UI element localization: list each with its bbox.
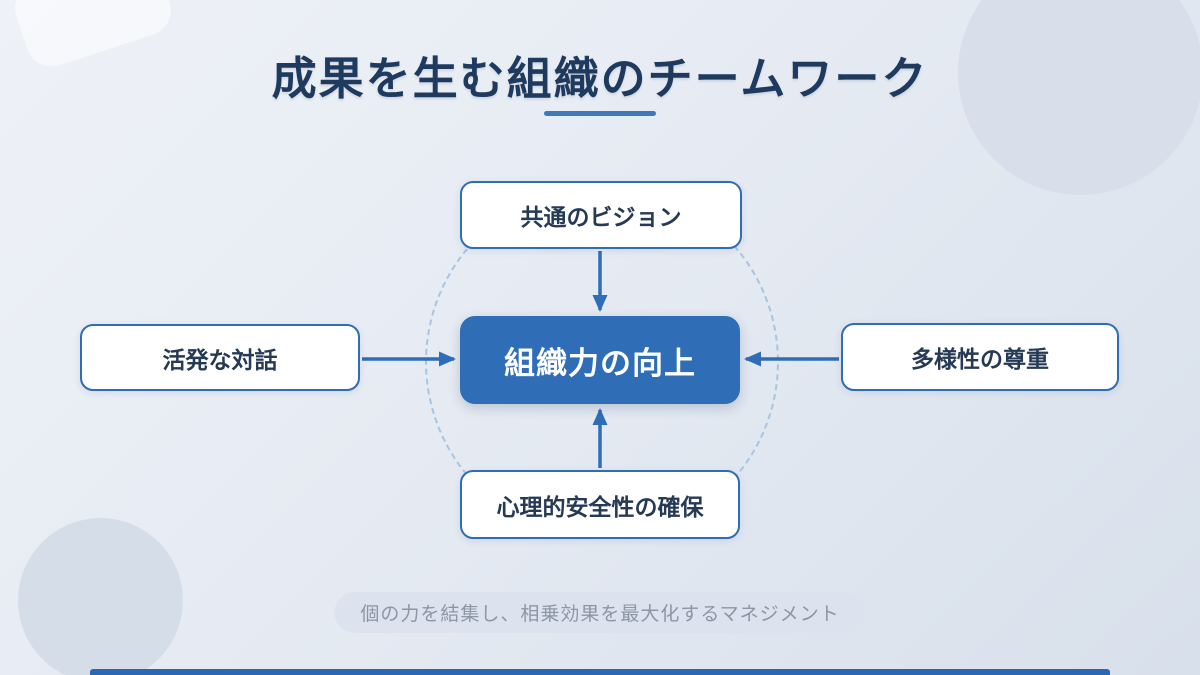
node-shared-vision-label: 共通のビジョン [520, 204, 682, 230]
slide-title: 成果を生む組織のチームワーク [271, 53, 929, 104]
node-center-organizational-strength: 組織力の向上 [460, 316, 740, 404]
node-respect-diversity: 多様性の尊重 [841, 323, 1119, 391]
decorative-circle-bottom-left [18, 518, 183, 675]
node-active-dialogue-label: 活発な対話 [162, 346, 278, 373]
node-psychological-safety-label: 心理的安全性の確保 [496, 493, 704, 520]
node-respect-diversity-label: 多様性の尊重 [911, 346, 1049, 372]
node-active-dialogue: 活発な対話 [80, 324, 360, 391]
bottom-accent-bar [90, 669, 1110, 675]
node-center-label: 組織力の向上 [504, 345, 696, 381]
footer-tagline: 個の力を結集し、相乗効果を最大化するマネジメント [334, 592, 866, 633]
title-underline [544, 111, 656, 116]
node-psychological-safety: 心理的安全性の確保 [460, 470, 740, 539]
node-shared-vision: 共通のビジョン [460, 181, 742, 249]
